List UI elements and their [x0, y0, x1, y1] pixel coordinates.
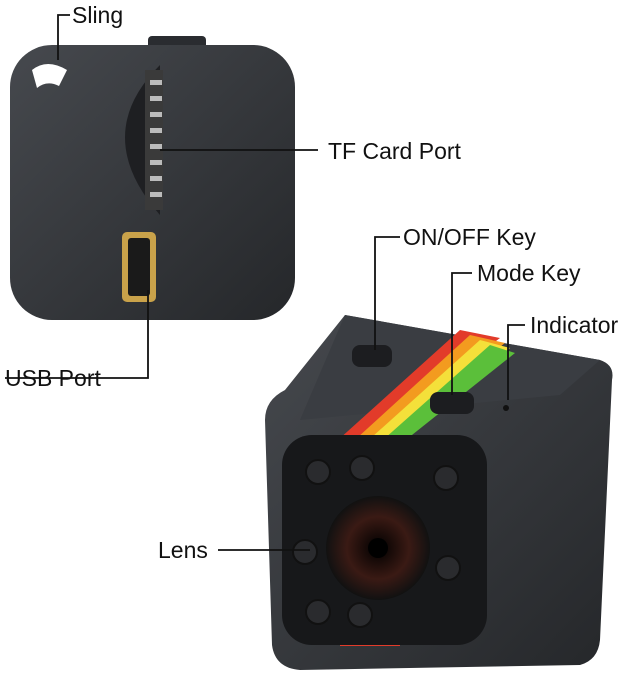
on-off-button — [352, 345, 392, 367]
label-indicator: Indicator — [530, 312, 619, 338]
label-mode-key: Mode Key — [477, 260, 581, 286]
label-usb-port: USB Port — [5, 365, 101, 391]
camera-front-view — [265, 315, 613, 670]
mode-button — [430, 392, 474, 414]
label-sling: Sling — [72, 2, 124, 28]
leader-lines — [5, 14, 525, 551]
indicator-led — [503, 405, 509, 411]
label-on-off-key: ON/OFF Key — [403, 224, 536, 250]
label-tf-card-port: TF Card Port — [328, 138, 461, 164]
camera-back-view — [10, 36, 295, 320]
label-lens: Lens — [158, 537, 208, 563]
sling-hole — [32, 64, 67, 88]
